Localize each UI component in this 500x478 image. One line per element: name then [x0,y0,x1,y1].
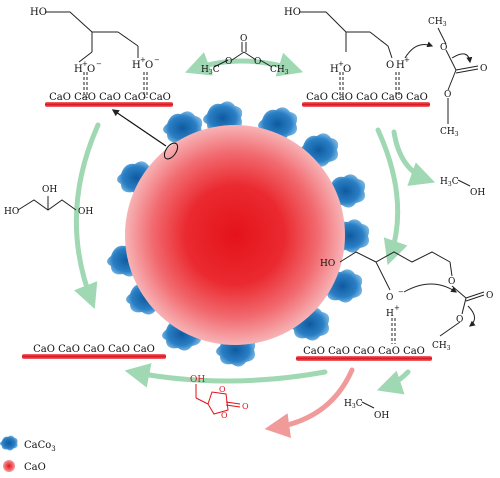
atom-o: O [221,411,228,420]
svg-text:OH: OH [470,188,485,198]
arrow-right-down [375,127,408,266]
atom-h: H [396,60,405,71]
hydroxyl-label: OH [78,207,93,217]
svg-text:H3C: H3C [344,399,363,410]
methanol-bottom: H3C OH [344,399,389,421]
atom-o: O [444,90,451,100]
legend-label: CaCo3 [24,440,56,453]
catalyst-bar-bottom-right: CaO CaO CaO CaO CaO [296,346,432,361]
atom-o: O [480,64,487,74]
hydroxyl-label: HO [320,259,335,269]
zoom-pointer-arrow [111,109,167,147]
charge-plus: + [404,56,410,64]
methyl-label: CH3 [440,127,459,138]
zoom-ellipse [163,142,179,160]
atom-o: O [386,293,393,303]
hydroxyl-label: HO [30,7,47,18]
hydroxyl-label: HO [284,7,301,18]
atom-o: O [219,385,226,394]
legend-item-cao: CaO [3,460,46,473]
charge-plus: + [140,56,146,64]
atom-o: O [386,60,394,71]
glycerol-adsorbed-top-left [46,11,148,98]
charge-plus: + [338,60,344,68]
cao-particle-icon [3,460,15,472]
atom-o: O [254,57,261,67]
arrow-dmc-exchange [184,52,304,77]
carbonate-intermediate [339,251,485,344]
atom-o: O [145,60,153,71]
legend-label: CaO [24,462,46,473]
atom-o: O [225,57,232,67]
arrow-methanol-release-bottom [376,369,411,395]
legend-item-caco3: CaCo3 [0,435,56,453]
hydroxyl-label: HO [4,207,19,217]
arrow-methanol-release-top [391,129,436,186]
charge-minus: − [96,60,102,68]
catalyst-bar-top-right: CaO CaO CaO CaO CaO [302,92,430,107]
cao-surface-label: CaO CaO CaO CaO CaO [49,92,171,103]
cao-sphere [125,125,345,345]
cao-surface-label: CaO CaO CaO CaO CaO [33,344,155,355]
methyl-label: H3C [201,65,220,76]
dimethyl-carbonate [213,42,273,68]
atom-o: O [242,402,249,411]
methyl-label: CH3 [428,17,447,28]
hydroxyl-label: OH [42,185,57,195]
cao-surface-label: CaO CaO CaO CaO CaO [303,346,425,357]
atom-o: O [343,64,351,75]
methyl-label: CH3 [270,65,289,76]
methyl-label: CH3 [432,341,451,352]
atom-o: O [486,291,493,301]
atom-o: O [440,43,447,53]
arrow-bottom-return [124,363,328,388]
atom-o: O [87,64,95,75]
arrow-top-left-down [73,122,101,309]
arrow-glycerol-carbonate-release [264,367,355,438]
catalyst-bar-bottom-left: CaO CaO CaO CaO CaO [22,344,166,359]
atom-h: H [330,64,339,75]
atom-h: H [386,309,394,319]
hydroxyl-label: OH [190,375,205,385]
cao-surface-label: CaO CaO CaO CaO CaO [306,92,428,103]
charge-minus: − [398,288,404,296]
process-arrows [73,52,436,395]
atom-o: O [448,277,455,287]
atom-o: O [456,315,463,325]
catalyst-bar-top-left: CaO CaO CaO CaO CaO [45,92,173,107]
glycerol-molecule [17,196,77,211]
charge-plus: + [82,60,88,68]
svg-text:H3C: H3C [440,177,459,188]
svg-text:OH: OH [374,411,389,421]
charge-minus: − [154,56,160,64]
atom-h: H [74,64,83,75]
caco3-particle-icon [0,435,18,451]
atom-h: H [132,60,141,71]
atom-o: O [240,34,247,44]
charge-plus: + [394,304,400,312]
glycerol-dmc-complex [300,11,479,124]
methanol-top: H3C OH [440,177,485,198]
glycerol-carbonate-molecule [195,384,241,415]
legend: CaCo3 CaO [0,435,56,473]
